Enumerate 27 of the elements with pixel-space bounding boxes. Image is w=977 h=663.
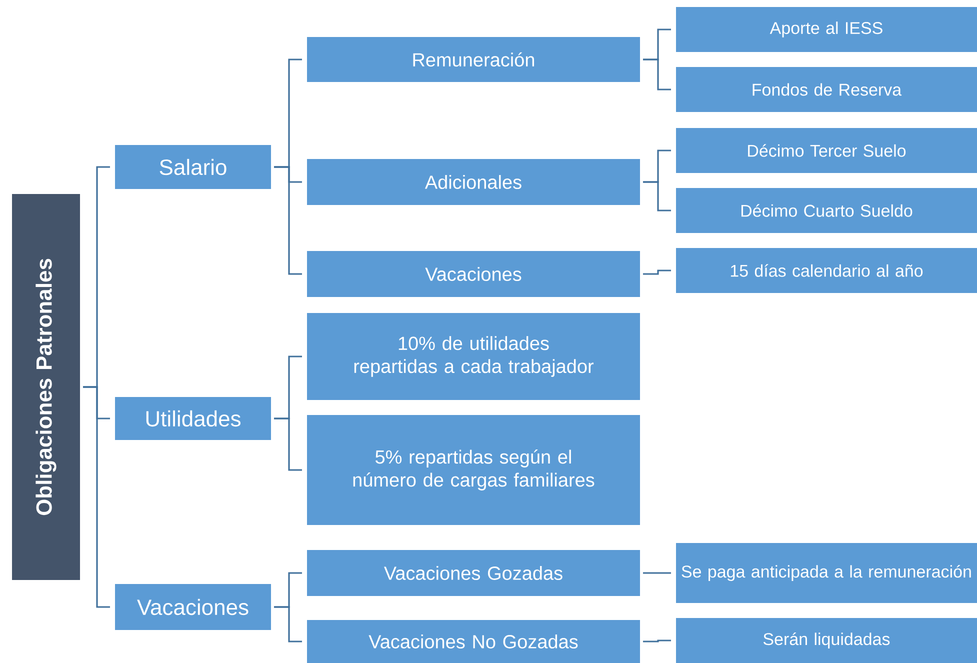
- connector: [643, 640, 671, 642]
- detail-box: Décimo Tercer Suelo: [676, 128, 977, 173]
- detail-box: Aporte al IESS: [676, 7, 977, 52]
- subcategory-box: 5% repartidas según el número de cargas familiares: [307, 415, 640, 525]
- connector: [274, 166, 302, 275]
- detail-box: Fondos de Reserva: [676, 67, 977, 112]
- subcategory-box: 10% de utilidades repartidas a cada trabajador: [307, 313, 640, 400]
- subcategory-box: Vacaciones Gozadas: [307, 550, 640, 596]
- detail-box: 15 días calendario al año: [676, 248, 977, 293]
- subcategory-box: Remuneración: [307, 37, 640, 82]
- subcategory-box: Adicionales: [307, 159, 640, 205]
- detail-box: Décimo Cuarto Sueldo: [676, 188, 977, 233]
- connector: [643, 270, 671, 275]
- connector: [643, 58, 671, 90]
- connector: [643, 572, 671, 574]
- subcategory-box: Vacaciones: [307, 251, 640, 297]
- detail-box: Serán liquidadas: [676, 618, 977, 663]
- connector: [274, 606, 302, 642]
- title-box: Obligaciones Patronales: [12, 194, 80, 580]
- detail-box: Se paga anticipada a la remuneración: [676, 543, 977, 603]
- category-box: Salario: [115, 145, 271, 189]
- connector: [643, 181, 671, 212]
- connector: [83, 386, 110, 608]
- category-box: Utilidades: [115, 397, 271, 440]
- subcategory-box: Vacaciones No Gozadas: [307, 620, 640, 663]
- category-box: Vacaciones: [115, 584, 271, 630]
- connector: [274, 418, 302, 471]
